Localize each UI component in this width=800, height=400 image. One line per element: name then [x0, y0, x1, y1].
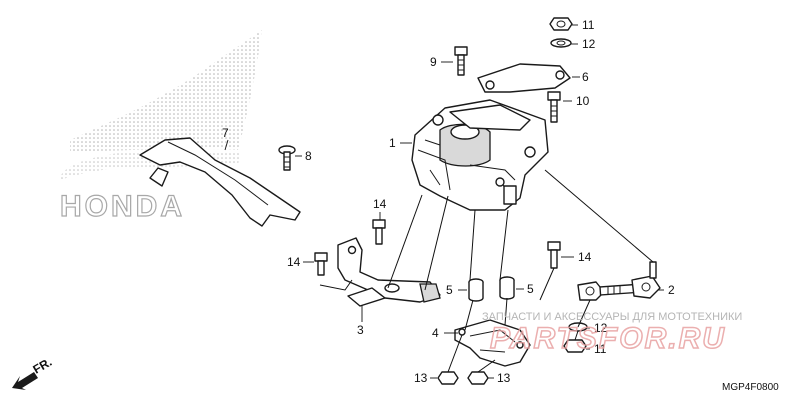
part-13-nut-a — [437, 371, 459, 385]
callout-7: 7 — [222, 126, 229, 140]
front-direction-marker: FR. — [12, 355, 54, 390]
callout-5-a: 5 — [446, 283, 453, 297]
part-9-bolt — [454, 46, 468, 76]
callout-10: 10 — [576, 94, 590, 108]
shop-site-watermark: PARTSFOR.RU — [490, 322, 726, 355]
callout-11-top: 11 — [582, 18, 595, 32]
assembly-lines — [319, 169, 654, 373]
callout-3: 3 — [357, 323, 364, 337]
leader-lines — [224, 24, 664, 379]
shop-tagline-watermark: ЗАПЧАСТИ И АКСЕССУАРЫ ДЛЯ МОТОТЕХНИКИ — [482, 311, 742, 323]
callout-6: 6 — [582, 70, 589, 84]
callout-8: 8 — [305, 149, 312, 163]
part-8-bolt — [278, 145, 296, 171]
callout-12-bottom: 12 — [594, 321, 608, 335]
part-11-nut-bottom — [563, 339, 587, 353]
part-14-bolt-c — [547, 241, 561, 269]
part-14-bolt-b — [314, 252, 328, 276]
callout-13-b: 13 — [497, 371, 511, 385]
callout-9: 9 — [430, 55, 437, 69]
part-7-bracket — [139, 137, 301, 227]
callout-13-a: 13 — [414, 371, 428, 385]
callout-11-bottom: 11 — [594, 342, 607, 356]
callout-1: 1 — [389, 136, 396, 150]
part-10-bolt — [547, 91, 561, 123]
part-11-nut-top — [549, 17, 573, 31]
part-6-top-bracket — [477, 63, 571, 93]
callout-14-b: 14 — [287, 255, 301, 269]
callout-numbers: 1 2 3 4 5 5 6 7 8 9 10 11 11 12 12 13 13… — [222, 18, 675, 385]
part-5-collar-a — [468, 278, 484, 302]
diagram-code: MGP4F0800 — [722, 382, 779, 393]
part-5-collar-b — [499, 276, 515, 300]
part-2-link-rod — [577, 261, 661, 301]
callout-5-b: 5 — [527, 282, 534, 296]
honda-brand-watermark: HONDA — [60, 190, 185, 223]
callout-14-c: 14 — [578, 250, 592, 264]
callout-4: 4 — [432, 326, 439, 340]
part-12-washer-top — [550, 38, 572, 48]
part-3-stay-bracket — [337, 237, 441, 307]
callout-12-top: 12 — [582, 37, 596, 51]
callout-14-a: 14 — [373, 197, 387, 211]
part-14-bolt-a — [372, 219, 386, 245]
arrow-icon — [12, 372, 38, 390]
part-13-nut-b — [467, 371, 489, 385]
part-1-actuator-unit — [411, 99, 549, 211]
callout-2: 2 — [668, 283, 675, 297]
